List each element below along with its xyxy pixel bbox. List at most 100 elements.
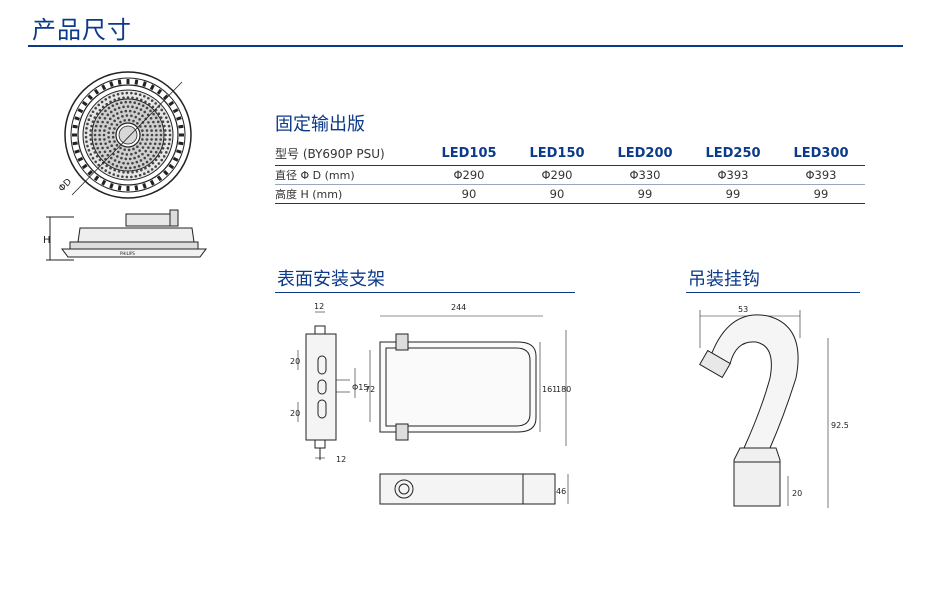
led-dot <box>107 106 111 110</box>
led-dot <box>113 140 116 143</box>
led-dot <box>94 142 98 146</box>
row-label: 直径 Φ D (mm) <box>275 165 425 185</box>
led-dot <box>154 102 157 105</box>
led-dot <box>106 153 110 157</box>
led-dot <box>125 175 129 179</box>
heat-sink-fin <box>168 100 175 107</box>
led-dot <box>131 161 134 165</box>
height-label: H <box>43 235 51 246</box>
led-dot <box>168 129 172 132</box>
led-dot <box>135 170 139 173</box>
led-dot <box>86 122 89 126</box>
heat-sink-fin <box>163 94 169 100</box>
table-cell: 99 <box>777 184 865 204</box>
led-dot <box>141 152 144 156</box>
led-dot <box>141 104 145 107</box>
led-dot <box>91 120 95 124</box>
led-dot <box>121 152 124 155</box>
led-dot <box>116 150 120 154</box>
led-dot <box>151 161 155 165</box>
led-dot <box>111 131 115 135</box>
table-row: 直径 Φ D (mm) Φ290 Φ290 Φ330 Φ393 Φ393 <box>275 165 865 185</box>
led-dot <box>126 171 130 174</box>
led-dot <box>125 114 129 117</box>
heat-sink-fin <box>176 116 182 121</box>
table-cell: 90 <box>425 184 513 204</box>
led-dot <box>98 108 102 112</box>
dim-center: 72 <box>365 385 375 394</box>
led-dot <box>131 170 134 174</box>
dim-slot-lower: 20 <box>290 409 300 418</box>
led-dot <box>144 100 147 104</box>
led-dot <box>94 129 97 132</box>
led-dot <box>168 138 172 141</box>
led-dot <box>121 115 124 118</box>
led-dot <box>106 113 110 117</box>
model-col: LED105 <box>425 141 513 166</box>
led-dot <box>164 133 167 137</box>
led-dot <box>147 96 150 100</box>
led-dot <box>152 112 155 116</box>
led-dot <box>91 146 95 150</box>
heat-sink-fin <box>74 149 80 154</box>
led-dot <box>135 97 139 100</box>
fixed-output-title: 固定输出版 <box>275 114 365 135</box>
led-dot <box>137 155 140 158</box>
dim-depth: 46 <box>556 487 566 496</box>
led-dot <box>134 151 138 155</box>
led-dot <box>149 125 152 128</box>
led-dot <box>138 118 141 121</box>
led-dot <box>128 109 132 113</box>
led-dot <box>154 116 158 120</box>
lamp-drawing: ΦD H PHILIPS <box>43 71 207 261</box>
led-dot <box>156 120 160 124</box>
led-dot <box>116 92 120 96</box>
heat-sink-fin <box>101 84 107 91</box>
led-dot <box>125 153 129 156</box>
led-dot <box>162 155 166 158</box>
led-dot <box>141 163 145 166</box>
led-dot <box>157 105 161 108</box>
led-dot <box>85 127 88 130</box>
led-dot <box>107 160 111 164</box>
led-dot <box>89 153 93 156</box>
led-dot <box>124 100 128 104</box>
led-dot <box>146 153 150 157</box>
led-dot <box>101 154 104 158</box>
led-dot <box>103 138 106 141</box>
led-dot <box>130 152 133 156</box>
led-dot <box>113 98 117 102</box>
led-dot <box>130 91 133 95</box>
led-dot <box>150 168 154 171</box>
model-col: LED300 <box>777 141 865 166</box>
led-dot <box>148 102 151 106</box>
table-cell: Φ290 <box>513 165 601 185</box>
led-dot <box>103 129 106 132</box>
led-dot <box>122 170 125 174</box>
brand-mark: PHILIPS <box>120 251 135 256</box>
hook-drawing: 53 92.5 20 <box>699 305 848 508</box>
led-dot <box>105 164 108 168</box>
table-cell: 90 <box>513 184 601 204</box>
led-dot <box>104 169 108 172</box>
led-dot <box>97 103 100 107</box>
led-dot <box>141 133 145 137</box>
led-dot <box>148 164 151 168</box>
led-dot <box>93 116 97 119</box>
led-dot <box>132 147 135 151</box>
heat-sink-fin <box>142 81 147 87</box>
led-dot <box>145 106 149 110</box>
led-dot <box>112 114 115 118</box>
led-dot <box>154 150 158 154</box>
dim-outer: 180 <box>556 385 571 394</box>
led-dot <box>91 110 95 114</box>
led-dot <box>108 149 112 153</box>
led-dot <box>126 105 130 108</box>
led-dot <box>145 138 149 141</box>
led-dot <box>149 116 153 120</box>
led-dot <box>163 142 166 146</box>
led-dot <box>152 154 155 158</box>
led-dot <box>138 149 141 152</box>
led-dot <box>166 120 170 124</box>
led-dot <box>145 160 149 164</box>
